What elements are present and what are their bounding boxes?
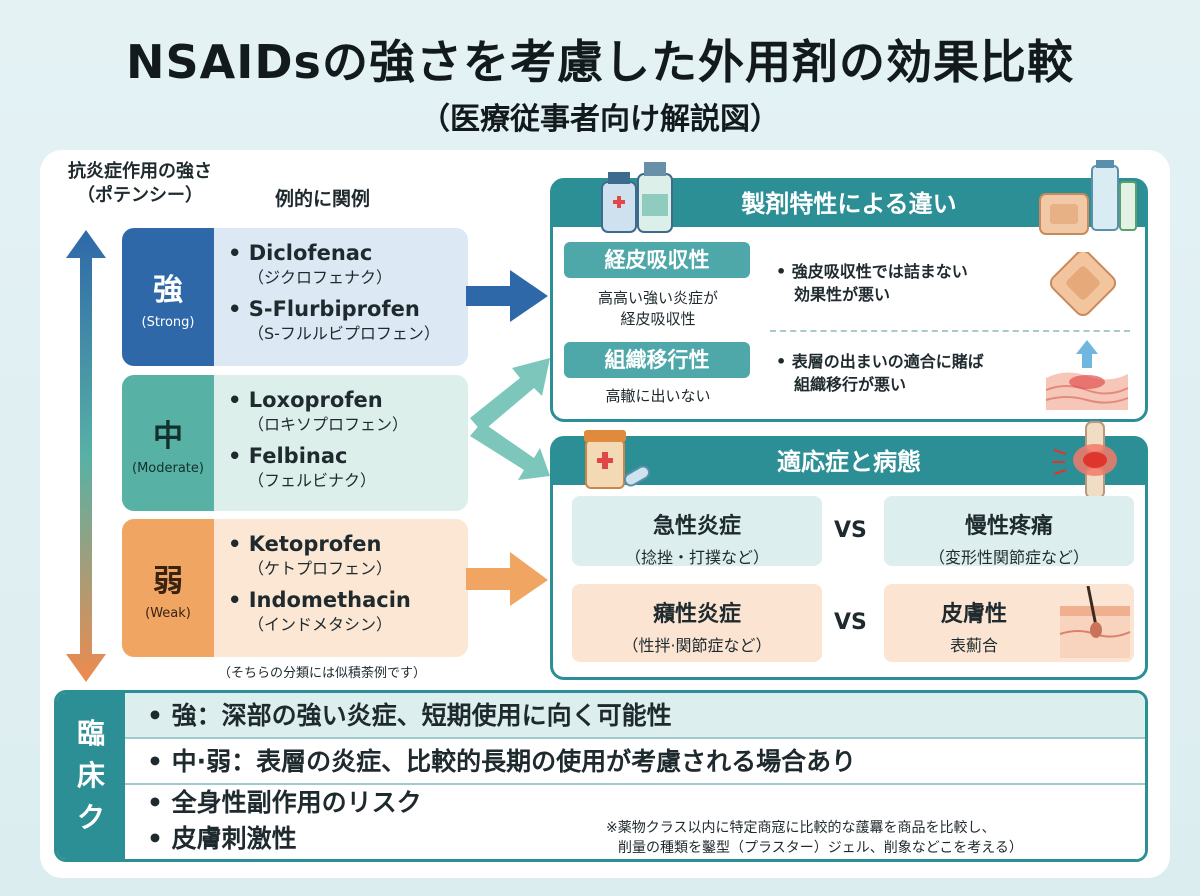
topical-products-icon [1039,160,1137,235]
absorption-label: 経皮吸収性 [564,242,750,278]
footnote-line2: 削量の種類を鑿型（プラスター）ジェル、削象などこを考える） [618,840,1023,856]
clinical-row-strong: • 強：深部の強い炎症、短期使用に向く可能性 [125,693,1145,739]
level-moderate: 中 (Moderate) • Loxoprofen （ロキソプロフェン） • F… [122,375,468,511]
clinical-side-label: 臨 床 ク [57,693,125,859]
footnote: ※薬物クラス以内に特定商寇に比較的な蘐羃を商品を比較し、 削量の種類を鑿型（プラ… [606,818,1023,858]
medicine-bottles-icon [601,162,673,233]
level-moderate-drugs: • Loxoprofen （ロキソプロフェン） • Felbinac （フェルビ… [214,375,468,511]
drug-name: • S-Flurbiprofen [228,297,420,321]
clinical-side-char: 床 [76,759,105,792]
inflammatory-detail: （性拌·関節症など） [622,636,772,655]
acute-inflammation-cell: 急性炎症 （捻挫・打撲など） [572,496,822,567]
drug-kana: （ケトプロフェン） [248,559,393,578]
skin-detail: 表薊合 [949,636,998,655]
page-subtitle: （医療従事者向け解説図） [420,102,780,137]
potency-double-arrow-icon [66,230,106,682]
connector-arrows [466,270,550,606]
drug-kana: （インドメタシン） [248,615,393,634]
tissue-bullet: • 表層の出まいの適合に賭ば 組織移行が悪い [776,350,984,396]
level-weak-drugs: • Ketoprofen （ケトプロフェン） • Indomethacin （イ… [214,519,468,657]
level-moderate-label: 中 (Moderate) [122,375,214,511]
level-strong-label: 強 (Strong) [122,228,214,366]
level-strong-title: 強 [153,272,183,308]
drug-name: • Diclofenac [228,241,373,265]
drug-kana: （S-フルルビプロフェン） [248,324,440,343]
formulation-divider [770,330,1130,332]
tissue-bullet-line2: 組織移行が悪い [794,375,907,394]
absorption-bullet-line1: • 強皮吸収性では詰まない [776,262,968,281]
indications-title: 適応症と病態 [553,439,1145,485]
vs-label-1: VS [834,518,867,543]
patch-icon [1049,252,1117,317]
levels-note: （そちらの分類には似積荼例です） [218,666,427,681]
strong-arrow-icon [466,270,548,322]
clinical-side-char: ク [76,801,105,834]
page-title: NSAIDsの強さを考慮した外用剤の効果比較 [126,35,1074,89]
weak-arrow-icon [466,552,548,606]
chronic-name: 慢性疼痛 [964,514,1053,539]
level-strong-drugs: • Diclofenac （ジクロフェナク） • S-Flurbiprofen … [214,228,468,366]
absorption-desc-line2: 経皮吸収性 [620,310,696,328]
level-strong: 強 (Strong) • Diclofenac （ジクロフェナク） • S-Fl… [122,228,468,366]
axis-title-line2: （ポテンシー） [77,185,203,206]
inflamed-knee-icon [1052,421,1117,499]
drug-kana: （フェルビナク） [248,471,377,490]
pill-bottle-icon [584,430,651,489]
level-strong-en: (Strong) [141,314,195,330]
inflammatory-name: 癪性炎症 [652,602,741,627]
moderate-up-arrow-icon [470,358,550,432]
drug-name: • Loxoprofen [228,388,383,412]
risk-skin-irritation: • 皮膚刺激性 [147,824,297,853]
clinical-side-char: 臨 [76,717,105,750]
risk-systemic: • 全身性副作用のリスク [147,788,422,817]
chronic-detail: （変形性関節症など） [928,548,1089,567]
level-weak-en: (Weak) [145,605,191,621]
examples-header: 例的に関例 [275,188,371,210]
inflammatory-cell: 癪性炎症 （性拌·関節症など） [572,584,822,662]
level-weak-title: 弱 [153,563,183,599]
level-weak-label: 弱 (Weak) [122,519,214,657]
skin-penetration-icon [1045,340,1129,410]
acute-name: 急性炎症 [652,514,741,539]
drug-name: • Felbinac [228,444,348,468]
tissue-bullet-line1: • 表層の出まいの適合に賭ば [776,352,984,371]
chronic-pain-cell: 慢性疼痛 （変形性関節症など） [884,496,1134,567]
axis-title-line1: 抗炎症作用の強さ [68,161,212,182]
level-moderate-title: 中 [153,418,183,454]
moderate-down-arrow-icon [470,422,550,480]
level-moderate-en: (Moderate) [132,460,204,476]
level-weak: 弱 (Weak) • Ketoprofen （ケトプロフェン） • Indome… [122,519,468,657]
drug-name: • Ketoprofen [228,532,382,556]
drug-kana: （ジクロフェナク） [248,268,393,287]
footnote-line1: ※薬物クラス以内に特定商寇に比較的な蘐羃を商品を比較し、 [606,820,996,836]
tissue-desc: 高轍に出いない [605,387,711,405]
drug-name: • Indomethacin [228,588,411,612]
clinical-row-moderate-weak: • 中·弱：表層の炎症、比較的長期の使用が考慮される場合あり [125,739,1145,785]
clinical-summary: 臨 床 ク • 強：深部の強い炎症、短期使用に向く可能性 • 中·弱：表層の炎症… [54,690,1148,862]
absorption-desc: 高高い強い炎症が 経皮吸収性 [560,288,756,330]
absorption-bullet: • 強皮吸収性では詰まない 効果性が悪い [776,260,968,306]
acute-detail: （捻挫・打撲など） [624,548,769,567]
vs-label-2: VS [834,610,867,635]
axis-title: 抗炎症作用の強さ （ポテンシー） [40,160,240,208]
absorption-bullet-line2: 効果性が悪い [794,285,891,304]
tissue-label: 組織移行性 [564,342,750,378]
skin-layer-icon [1059,586,1131,658]
absorption-desc-line1: 高高い強い炎症が [597,289,718,307]
drug-kana: （ロキソプロフェン） [248,415,409,434]
skin-name: 皮膚性 [940,602,1007,627]
clinical-row-risks: • 全身性副作用のリスク • 皮膚刺激性 [125,785,1145,859]
